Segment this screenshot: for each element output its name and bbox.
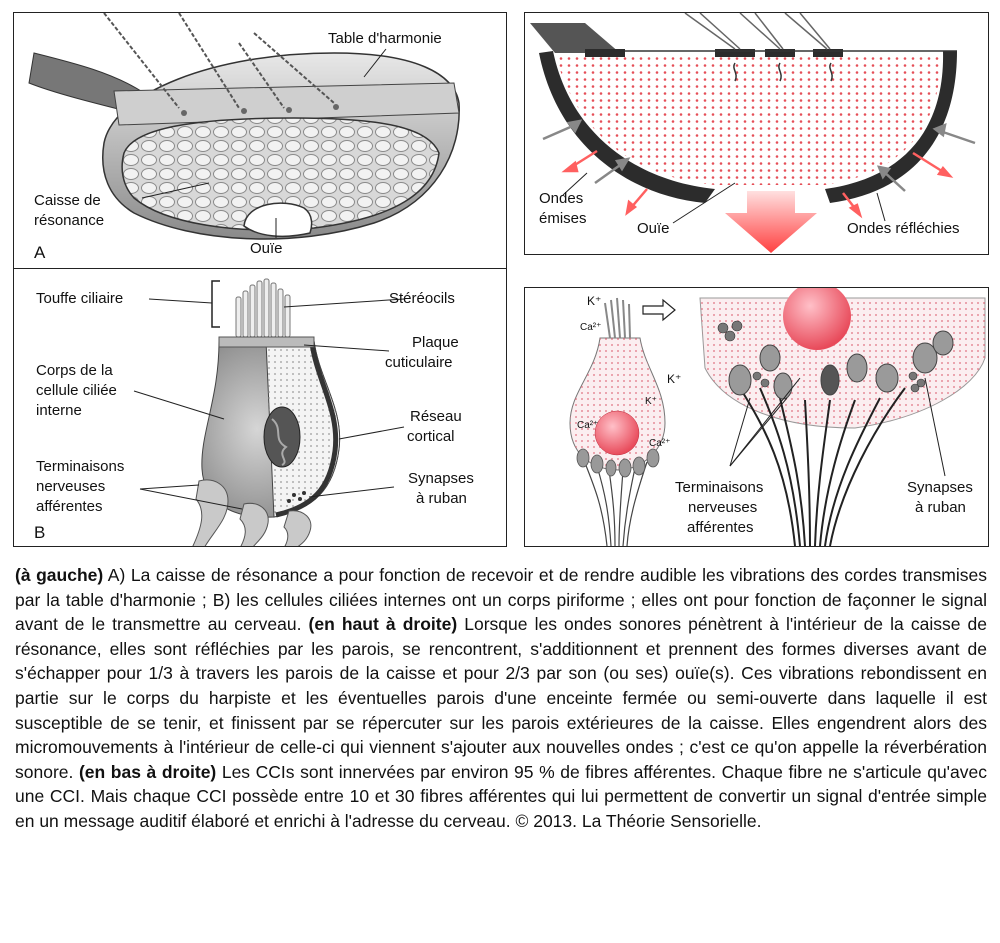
label-k-side: K⁺: [667, 372, 682, 386]
panel-br-innervation: K⁺ Ca²⁺ K⁺ K⁺ Ca²⁺ Ca²⁺ Terminaisons ner…: [524, 287, 989, 547]
label-ouie-tr: Ouïe: [637, 220, 670, 237]
caption-bold-left: (à gauche): [15, 565, 104, 585]
label-touffe: Touffe ciliaire: [36, 290, 124, 307]
label-term-b-1: Terminaisons: [36, 458, 125, 475]
panel-tr-wave-reflection: Ondes émises Ouïe Ondes réfléchies: [524, 12, 989, 255]
sound-box-drawing: [28, 13, 460, 240]
label-reseau-1: Réseau: [410, 408, 462, 425]
label-syn-br-1: Synapses: [907, 479, 973, 496]
figure-caption: (à gauche) A) La caisse de résonance a p…: [15, 563, 987, 834]
small-nucleus: [594, 410, 640, 456]
label-plaque-1: Plaque: [412, 334, 459, 351]
label-ca-left: Ca²⁺: [577, 420, 599, 431]
cortical-network: [275, 342, 339, 518]
label-term-b-2: nerveuses: [36, 478, 106, 495]
innervation-drawing: [569, 288, 986, 546]
label-ondes-emises-2: émises: [539, 210, 587, 227]
caption-text-bottom-right: Les CCIs sont innervées par environ 95 %…: [15, 761, 987, 831]
label-syn-b-1: Synapses: [408, 470, 474, 487]
strings: [103, 13, 335, 109]
panel-a-sound-box: Table d'harmonie Caisse de résonance Ouï…: [13, 12, 507, 270]
label-ouie-a: Ouïe: [250, 240, 283, 257]
emitted-arrows: [561, 149, 954, 219]
nucleus: [263, 406, 301, 468]
caption-bold-bottom-right: (en bas à droite): [78, 761, 217, 782]
label-term-b-3: afférentes: [36, 498, 103, 515]
bowl-interior: [555, 53, 941, 185]
incoming-arrows: [542, 119, 976, 192]
label-term-br-3: afférentes: [687, 519, 754, 536]
soundboard: [113, 82, 460, 126]
wave-reflection-drawing: [530, 13, 976, 253]
panel-b-hair-cell: Touffe ciliaire Stéréocils Plaque cuticu…: [13, 268, 507, 547]
label-ondes-emises-1: Ondes: [539, 190, 584, 207]
label-corps-3: interne: [36, 402, 82, 419]
label-table-harmonie: Table d'harmonie: [328, 30, 442, 47]
label-stereocils: Stéréocils: [389, 290, 455, 307]
label-term-br-2: nerveuses: [688, 499, 758, 516]
big-output-arrow: [725, 191, 817, 253]
label-ondes-reflechies: Ondes réfléchies: [847, 220, 960, 237]
afferent-endings: [192, 479, 312, 546]
hair-cell-drawing: [133, 278, 405, 546]
panel-letter-b: B: [34, 523, 46, 542]
inner-cavity: [121, 117, 440, 231]
cuticular-plate: [218, 336, 315, 348]
sound-hole: [243, 202, 313, 238]
label-syn-b-2: à ruban: [416, 490, 467, 507]
label-term-br-1: Terminaisons: [675, 479, 764, 496]
label-caisse-1: Caisse de: [34, 192, 101, 209]
caption-text-left: A) La caisse de résonance a pour fonctio…: [15, 565, 987, 635]
label-k-top: K⁺: [587, 294, 602, 308]
big-nucleus: [783, 288, 851, 350]
caption-text-top-right: Lorsque les ondes sonores pénètrent à l'…: [15, 614, 988, 782]
label-corps-1: Corps de la: [36, 362, 113, 379]
label-caisse-2: résonance: [34, 212, 105, 229]
caption-bold-top-right: (en haut à droite): [308, 614, 458, 635]
label-syn-br-2: à ruban: [915, 499, 966, 516]
label-reseau-2: cortical: [407, 428, 455, 445]
label-k-side2: K⁺: [645, 396, 657, 407]
label-ca-top: Ca²⁺: [580, 322, 602, 333]
top-board: [585, 49, 843, 57]
panel-letter-a: A: [34, 243, 46, 262]
stereocilia: [235, 278, 291, 338]
label-corps-2: cellule ciliée: [36, 382, 117, 399]
label-plaque-2: cuticulaire: [385, 354, 453, 371]
label-ca-right: Ca²⁺: [649, 438, 671, 449]
